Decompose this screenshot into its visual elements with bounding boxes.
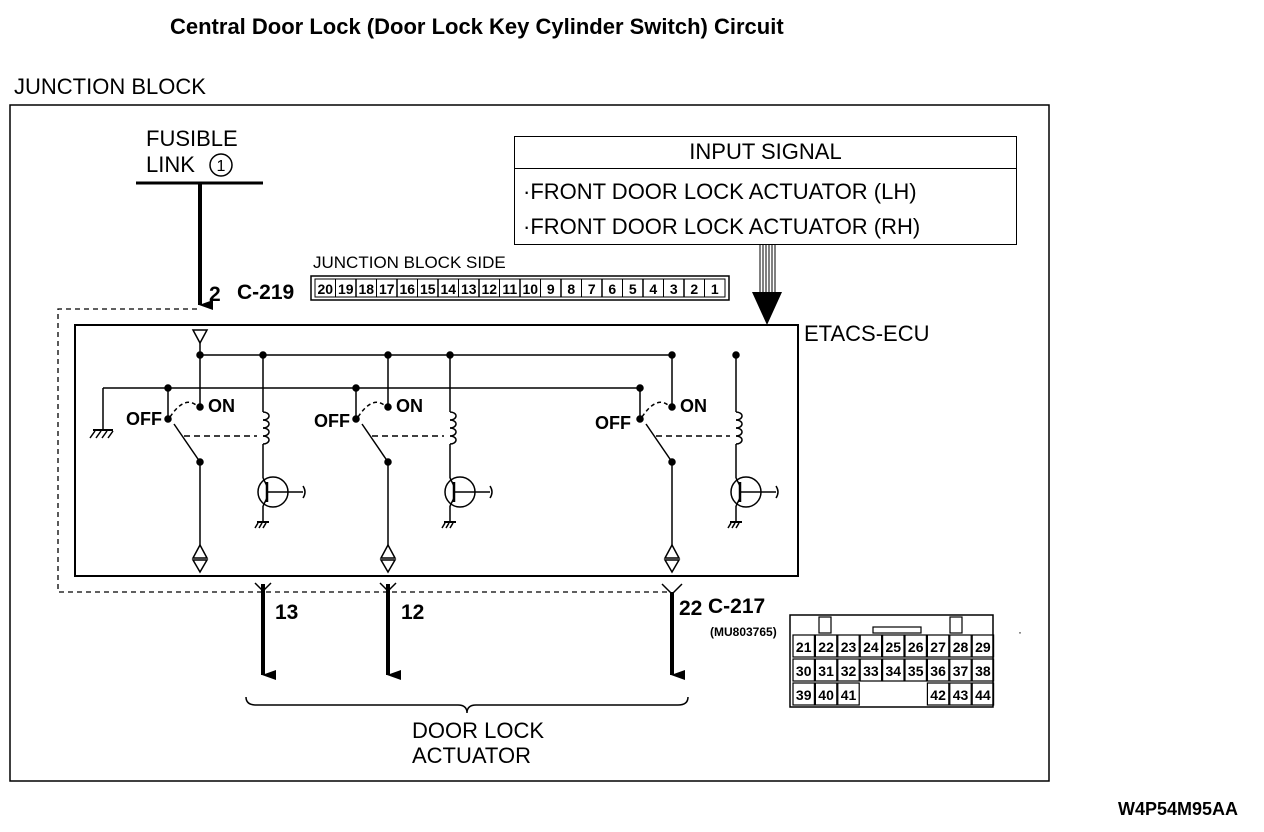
- connector-c219-pin: 20: [317, 281, 333, 297]
- junction-boundary-dashed: [57, 308, 668, 593]
- connector-c219-pin: 15: [420, 281, 436, 297]
- fusible-link-label-line2: LINK: [146, 152, 195, 177]
- junction-block-label: JUNCTION BLOCK: [14, 74, 206, 99]
- connector-c217-pin: 43: [953, 687, 969, 703]
- output-wires: [261, 584, 685, 680]
- input-signal-item: ·FRONT DOOR LOCK ACTUATOR (RH): [523, 214, 921, 239]
- connector-c219-pin: 8: [567, 281, 575, 297]
- connector-c219-pin: 2: [690, 281, 698, 297]
- connector-pin-2: 2: [209, 283, 221, 306]
- connector-c217-pin: 24: [863, 639, 879, 655]
- connector-part-number: (MU803765): [710, 625, 777, 639]
- connector-c217-pin: 35: [908, 663, 924, 679]
- connector-c217-label: C-217: [708, 595, 766, 618]
- switch-3-off-label: OFF: [595, 413, 631, 433]
- connector-c219-pin: 13: [461, 281, 477, 297]
- switch-group-1: [164, 351, 306, 574]
- fusible-link-number: 1: [217, 158, 226, 175]
- connector-c217-pin: 22: [818, 639, 834, 655]
- connector-c217-pin: 42: [930, 687, 946, 703]
- ecu-internal-wiring: [89, 329, 672, 439]
- connector-c217-pin: 34: [886, 663, 902, 679]
- connector-c217-pin: 21: [796, 639, 812, 655]
- connector-c219-pin: 5: [629, 281, 637, 297]
- junction-block-frame: [9, 104, 1050, 782]
- actuator-brace: [245, 696, 689, 714]
- output-pin-22: 22: [679, 597, 703, 620]
- door-lock-actuator-label-line1: DOOR LOCK: [412, 718, 545, 743]
- connector-c219-pin: 12: [481, 281, 497, 297]
- connector-c219-pin: 6: [608, 281, 616, 297]
- connector-c217-pin: 31: [818, 663, 834, 679]
- connector-c217-pin: 39: [796, 687, 812, 703]
- connector-c217-pin: 41: [841, 687, 857, 703]
- connector-c219-pin: 17: [379, 281, 395, 297]
- connector-c219-pin: 14: [440, 281, 456, 297]
- etacs-ecu-box: [74, 324, 799, 577]
- connector-c217-pin: 25: [886, 639, 902, 655]
- connector-c217-pin: 36: [930, 663, 946, 679]
- connector-c219-pin: 1: [711, 281, 719, 297]
- switch-2-on-label: ON: [396, 396, 423, 416]
- connector-c219-pin: 3: [670, 281, 678, 297]
- connector-c217-pin: 33: [863, 663, 879, 679]
- junction-block-side-label: JUNCTION BLOCK SIDE: [313, 253, 506, 272]
- connector-c219-pin: 4: [649, 281, 657, 297]
- output-pin-12: 12: [401, 601, 425, 624]
- input-signal-box: INPUT SIGNAL ·FRONT DOOR LOCK ACTUATOR (…: [514, 136, 1017, 245]
- connector-c217-pin: 37: [953, 663, 969, 679]
- connector-c217-pin: 32: [841, 663, 857, 679]
- switch-group-3: [636, 351, 779, 574]
- connector-c217: 21 22 23 24 25 26 27 28 29 30 31 32 33 34 35 36 37 38 39 40…: [789, 614, 995, 708]
- output-pin-13: 13: [275, 601, 299, 624]
- switch-3-on-label: ON: [680, 396, 707, 416]
- connector-c217-pin: 40: [818, 687, 834, 703]
- connector-c217-pin: 30: [796, 663, 812, 679]
- diagram-title: Central Door Lock (Door Lock Key Cylinde…: [170, 14, 784, 39]
- fusible-link-number-circle: [209, 153, 233, 177]
- input-signal-item: ·FRONT DOOR LOCK ACTUATOR (LH): [523, 179, 917, 204]
- svg-text:·: ·: [1018, 625, 1022, 639]
- figure-code: W4P54M95AA: [1118, 799, 1239, 819]
- connector-c217-pin: 29: [975, 639, 991, 655]
- switch-1-on-label: ON: [208, 396, 235, 416]
- connector-c217-pin: 23: [841, 639, 857, 655]
- connector-c219-pin: 10: [522, 281, 538, 297]
- connector-c219-pin: 9: [547, 281, 555, 297]
- fusible-link-label-line1: FUSIBLE: [146, 126, 238, 151]
- connector-c219-pin: 19: [338, 281, 354, 297]
- connector-c219-pin: 11: [502, 281, 517, 297]
- connector-c219-pin: 16: [399, 281, 415, 297]
- connector-c217-pin: 28: [953, 639, 969, 655]
- switch-group-2: [352, 351, 493, 574]
- connector-c219-pin: 18: [358, 281, 374, 297]
- etacs-ecu-label: ETACS-ECU: [804, 321, 930, 346]
- connector-c217-pin: 26: [908, 639, 924, 655]
- input-signal-harness: [752, 245, 782, 325]
- switch-2-off-label: OFF: [314, 411, 350, 431]
- switch-1-off-label: OFF: [126, 409, 162, 429]
- door-lock-actuator-label-line2: ACTUATOR: [412, 743, 531, 768]
- input-signal-header: INPUT SIGNAL: [515, 137, 1016, 169]
- connector-c217-pin: 44: [975, 687, 991, 703]
- connector-c217-pin: 38: [975, 663, 991, 679]
- connector-c219-label: C-219: [237, 281, 295, 304]
- connector-c217-pin: 27: [930, 639, 946, 655]
- connector-c219-pin: 7: [588, 281, 596, 297]
